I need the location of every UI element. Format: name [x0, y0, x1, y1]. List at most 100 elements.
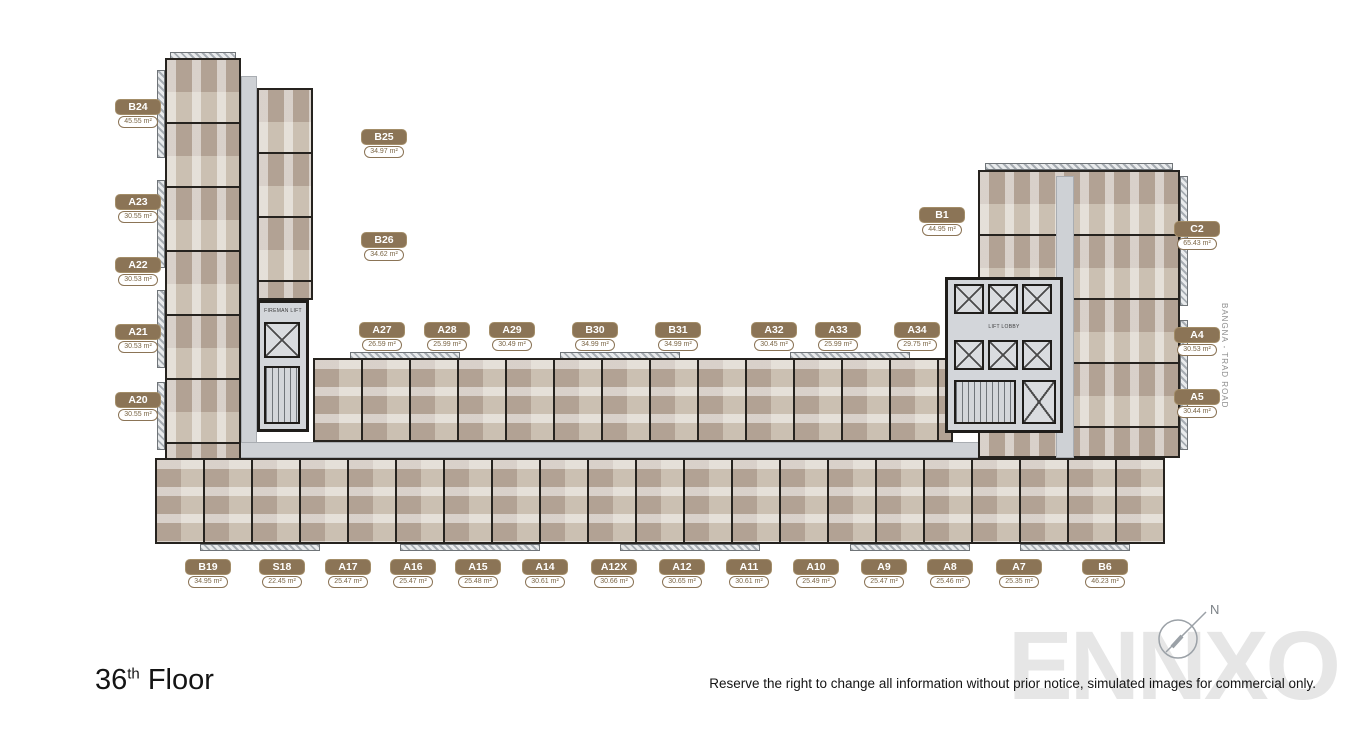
balcony-hatch — [850, 544, 970, 551]
unit-id: A4 — [1174, 327, 1220, 343]
unit-id: A21 — [115, 324, 161, 340]
unit-area: 25.47 m² — [393, 576, 433, 588]
unit-id: A28 — [424, 322, 470, 338]
corridor-left-vertical — [241, 76, 257, 444]
unit-area: 30.53 m² — [1177, 344, 1217, 356]
lift-shaft — [1022, 284, 1052, 314]
unit-area: 30.44 m² — [1177, 406, 1217, 418]
lift-shaft — [954, 284, 984, 314]
unit-id: A17 — [325, 559, 371, 575]
unit-id: B25 — [361, 129, 407, 145]
fireman-lift-shaft — [264, 322, 300, 358]
disclaimer-text: Reserve the right to change all informat… — [709, 676, 1316, 691]
unit-area: 45.55 m² — [118, 116, 158, 128]
wing-left-column-b — [257, 88, 313, 300]
unit-area: 25.47 m² — [864, 576, 904, 588]
floor-number: 36 — [95, 664, 128, 696]
north-label: N — [1210, 602, 1219, 617]
left-stairs — [264, 366, 300, 424]
lift-shaft — [1022, 340, 1052, 370]
floor-suffix: th — [127, 665, 140, 683]
balcony-hatch — [157, 180, 165, 268]
unit-area: 30.53 m² — [118, 341, 158, 353]
unit-id: A16 — [390, 559, 436, 575]
unit-area: 30.61 m² — [525, 576, 565, 588]
unit-id: B6 — [1082, 559, 1128, 575]
balcony-hatch — [400, 544, 540, 551]
wing-left-column-a — [165, 58, 241, 460]
unit-id: A33 — [815, 322, 861, 338]
unit-id: A29 — [489, 322, 535, 338]
brand-watermark: ENNXO — [1008, 611, 1341, 720]
unit-id: A12 — [659, 559, 705, 575]
unit-area: 30.55 m² — [118, 409, 158, 421]
north-arrow-icon: N — [1158, 602, 1219, 659]
unit-area: 30.65 m² — [662, 576, 702, 588]
unit-area: 30.49 m² — [492, 339, 532, 351]
road-label: BANGNA - TRAD ROAD — [1220, 303, 1229, 409]
lift-shaft — [954, 340, 984, 370]
unit-id: A20 — [115, 392, 161, 408]
unit-id: A22 — [115, 257, 161, 273]
unit-area: 30.61 m² — [729, 576, 769, 588]
unit-id: B26 — [361, 232, 407, 248]
unit-id: A7 — [996, 559, 1042, 575]
unit-id: C2 — [1174, 221, 1220, 237]
unit-id: A32 — [751, 322, 797, 338]
unit-area: 25.99 m² — [427, 339, 467, 351]
unit-id: A15 — [455, 559, 501, 575]
unit-id: S18 — [259, 559, 305, 575]
unit-area: 30.55 m² — [118, 211, 158, 223]
unit-id: B19 — [185, 559, 231, 575]
wing-bottom-units — [155, 458, 1165, 544]
balcony-hatch — [620, 544, 760, 551]
unit-id: B31 — [655, 322, 701, 338]
unit-area: 30.66 m² — [594, 576, 634, 588]
floor-word: Floor — [147, 664, 214, 696]
unit-id: A8 — [927, 559, 973, 575]
unit-area: 34.97 m² — [364, 146, 404, 158]
fireman-lift-label: FIREMAN LIFT — [264, 308, 302, 314]
unit-area: 25.49 m² — [796, 576, 836, 588]
unit-area: 25.47 m² — [328, 576, 368, 588]
unit-id: A9 — [861, 559, 907, 575]
right-stairs — [954, 380, 1016, 424]
lift-shaft — [988, 340, 1018, 370]
unit-id: A11 — [726, 559, 772, 575]
lift-lobby-label: LIFT LOBBY — [988, 324, 1020, 330]
unit-id: A23 — [115, 194, 161, 210]
unit-id: A5 — [1174, 389, 1220, 405]
unit-id: A27 — [359, 322, 405, 338]
unit-area: 34.62 m² — [364, 249, 404, 261]
unit-area: 34.95 m² — [188, 576, 228, 588]
floor-title: 36th Floor — [95, 664, 214, 697]
balcony-hatch — [200, 544, 320, 551]
unit-area: 30.53 m² — [118, 274, 158, 286]
unit-area: 46.23 m² — [1085, 576, 1125, 588]
service-lift-shaft — [1022, 380, 1056, 424]
